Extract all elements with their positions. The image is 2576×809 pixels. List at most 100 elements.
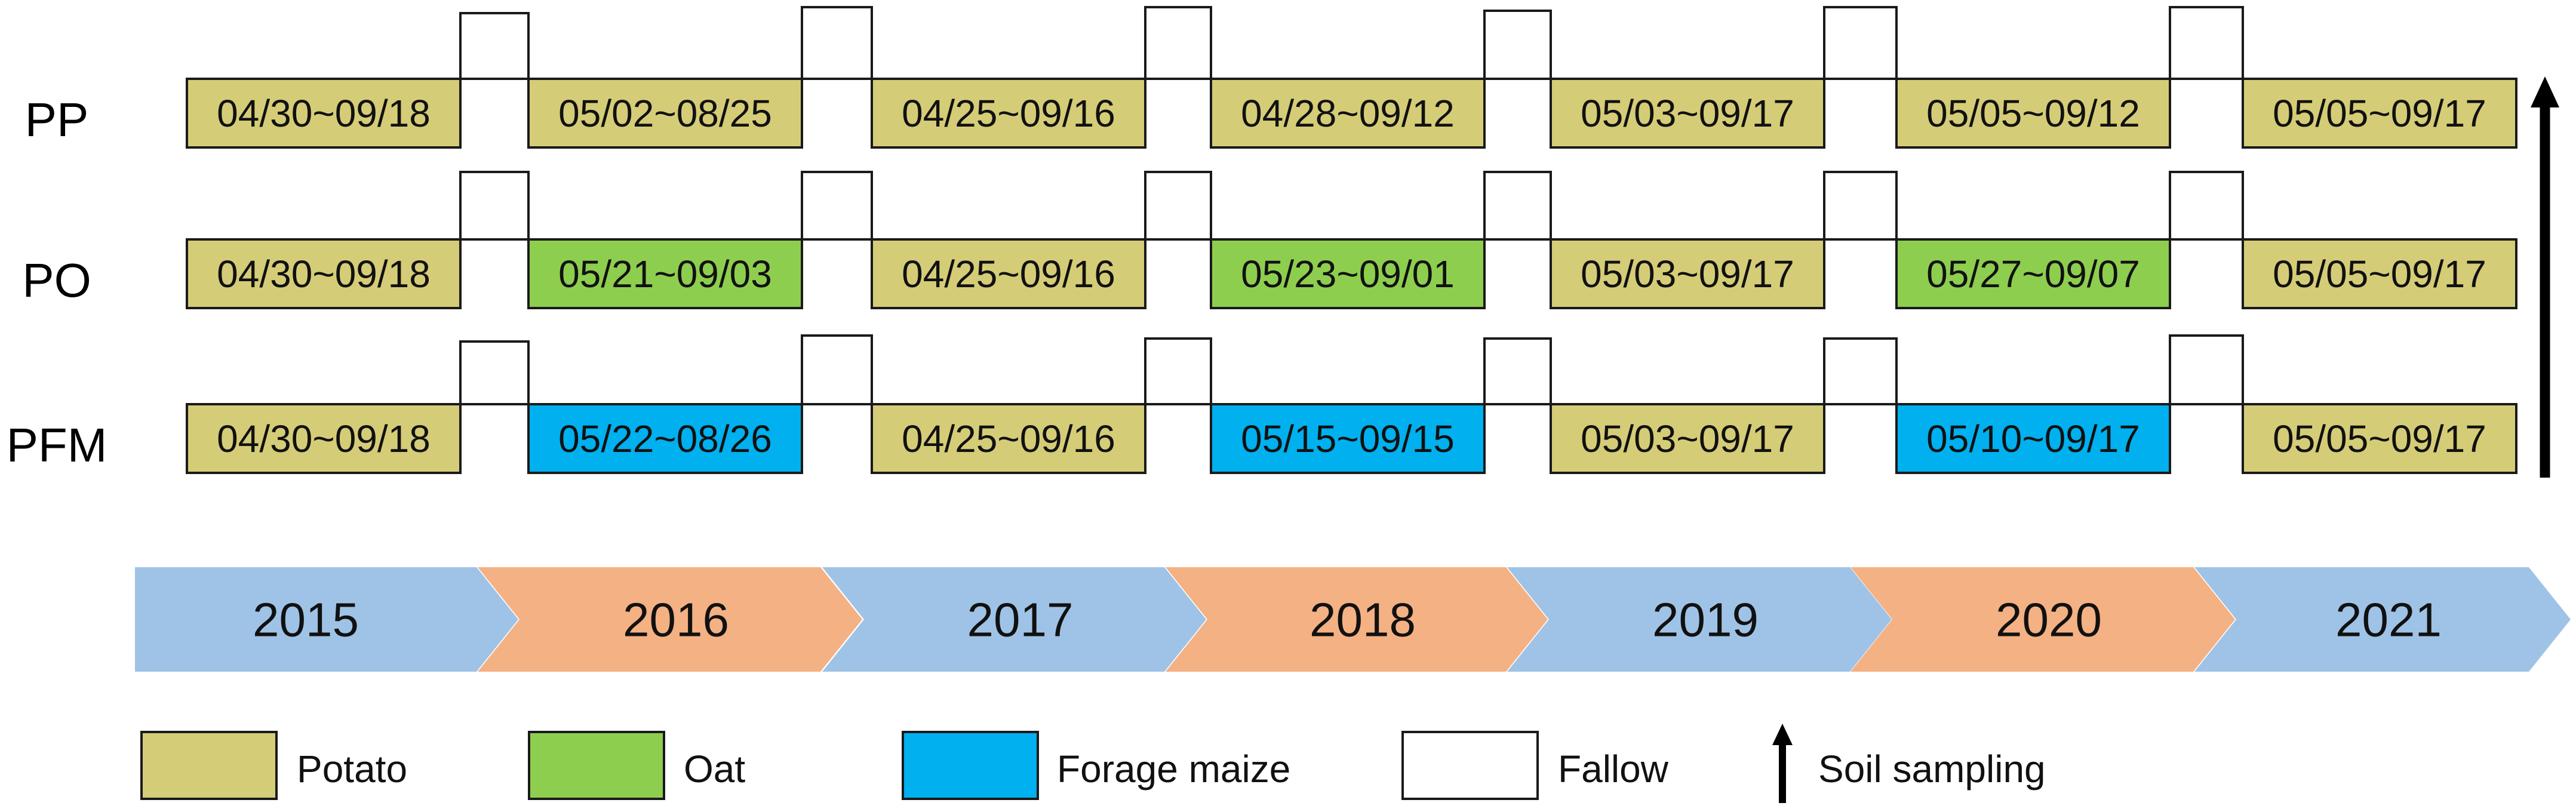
- crop-period-potato: 05/03~09/17: [1550, 238, 1825, 309]
- legend-label: Potato: [297, 748, 407, 790]
- crop-period-potato: 05/02~08/25: [527, 78, 803, 149]
- crop-box: [1550, 78, 1825, 149]
- fallow-period: [459, 12, 530, 80]
- crop-dates: 05/10~09/17: [1926, 417, 2140, 460]
- crop-box: [2242, 403, 2517, 474]
- crop-dates: 04/25~09/16: [902, 417, 1115, 460]
- row-label: PO: [22, 254, 91, 307]
- crop-dates: 05/22~08/26: [558, 417, 772, 460]
- crop-period-oat: 05/27~09/07: [1895, 238, 2171, 309]
- year-label: 2021: [2335, 593, 2442, 647]
- year-chevron-shape: [1166, 567, 1548, 672]
- crop-box: [1895, 403, 2171, 474]
- crop-dates: 04/28~09/12: [1241, 92, 1455, 135]
- crop-dates: 05/05~09/12: [1926, 92, 2140, 135]
- year-chevron-shape: [135, 567, 518, 672]
- crop-dates: 05/21~09/03: [558, 253, 772, 296]
- year-chevron-2020: 2020: [1850, 567, 2235, 672]
- crop-dates: 05/02~08/25: [558, 92, 772, 135]
- crop-period-oat: 05/23~09/01: [1210, 238, 1486, 309]
- legend-item-fallow: Fallow: [1401, 731, 1669, 800]
- legend-swatch: [902, 731, 1039, 800]
- year-chevron-2015: 2015: [135, 567, 518, 672]
- crop-dates: 05/05~09/17: [2273, 253, 2486, 296]
- crop-dates: 05/27~09/07: [1926, 253, 2140, 296]
- crop-period-potato: 05/03~09/17: [1550, 403, 1825, 474]
- year-chevron-2017: 2017: [822, 567, 1206, 672]
- crop-box: [1550, 403, 1825, 474]
- year-chevron-shape: [478, 567, 862, 672]
- crop-box: [871, 238, 1146, 309]
- crop-dates: 05/23~09/01: [1241, 253, 1455, 296]
- crop-box: [1210, 238, 1486, 309]
- fallow-period: [801, 6, 873, 80]
- year-chevron-shape: [2194, 567, 2571, 672]
- fallow-period: [801, 334, 873, 405]
- crop-box: [2242, 78, 2517, 149]
- crop-period-potato: 04/28~09/12: [1210, 78, 1486, 149]
- crop-box: [871, 403, 1146, 474]
- legend-label: Oat: [684, 748, 745, 790]
- crop-period-potato: 04/30~09/18: [186, 78, 462, 149]
- crop-box: [1210, 78, 1486, 149]
- fallow-period: [1144, 6, 1212, 80]
- year-chevron-shape: [1850, 567, 2235, 672]
- year-chevron-2016: 2016: [478, 567, 862, 672]
- crop-dates: 05/15~09/15: [1241, 417, 1455, 460]
- crop-period-potato: 05/03~09/17: [1550, 78, 1825, 149]
- crop-box: [186, 403, 462, 474]
- crop-period-potato: 04/30~09/18: [186, 238, 462, 309]
- fallow-period: [1483, 10, 1552, 80]
- crop-period-maize: 05/15~09/15: [1210, 403, 1486, 474]
- fallow-period: [1483, 337, 1552, 405]
- fallow-period: [801, 171, 873, 241]
- crop-dates: 05/05~09/17: [2273, 92, 2486, 135]
- crop-dates: 05/03~09/17: [1581, 417, 1794, 460]
- crop-period-potato: 04/30~09/18: [186, 403, 462, 474]
- crop-box: [1210, 403, 1486, 474]
- rotation-rows: PP 04/30~09/18 05/02~08/25 04/25~09/16 04/28…: [7, 6, 2517, 474]
- legend-swatch: [528, 731, 665, 800]
- year-label: 2020: [1996, 593, 2102, 647]
- crop-box: [527, 78, 803, 149]
- legend-label: Forage maize: [1057, 748, 1290, 790]
- crop-period-potato: 05/05~09/17: [2242, 78, 2517, 149]
- fallow-period: [1823, 171, 1898, 241]
- crop-period-potato: 04/25~09/16: [871, 238, 1146, 309]
- crop-dates: 05/03~09/17: [1581, 92, 1794, 135]
- legend-item-sampling: Soil sampling: [1772, 724, 2046, 803]
- crop-period-potato: 05/05~09/12: [1895, 78, 2171, 149]
- crop-box: [871, 78, 1146, 149]
- row-label: PP: [25, 93, 89, 146]
- fallow-period: [459, 171, 530, 241]
- legend: Potato Oat Forage maize Fallow Soil sampling: [140, 724, 2046, 803]
- fallow-period: [1823, 6, 1898, 80]
- crop-dates: 04/25~09/16: [902, 253, 1115, 296]
- crop-box: [1550, 238, 1825, 309]
- crop-box: [1895, 238, 2171, 309]
- crop-dates: 05/05~09/17: [2273, 417, 2486, 460]
- row-label: PFM: [7, 419, 107, 472]
- year-chevron-2018: 2018: [1166, 567, 1548, 672]
- year-label: 2017: [967, 593, 1074, 647]
- soil-sampling-arrow: [2531, 76, 2559, 478]
- crop-dates: 04/30~09/18: [217, 417, 431, 460]
- crop-dates: 04/30~09/18: [217, 92, 431, 135]
- fallow-period: [2169, 6, 2244, 80]
- crop-box: [1895, 78, 2171, 149]
- crop-box: [527, 403, 803, 474]
- legend-label: Fallow: [1558, 748, 1669, 790]
- row-pp: PP 04/30~09/18 05/02~08/25 04/25~09/16 04/28…: [25, 6, 2517, 149]
- year-chevron-shape: [1507, 567, 1892, 672]
- fallow-period: [1144, 337, 1212, 405]
- crop-period-potato: 04/25~09/16: [871, 78, 1146, 149]
- crop-dates: 05/03~09/17: [1581, 253, 1794, 296]
- crop-box: [527, 238, 803, 309]
- row-po: PO 04/30~09/18 05/21~09/03 04/25~09/16 05/23…: [22, 171, 2517, 309]
- crop-period-potato: 05/05~09/17: [2242, 238, 2517, 309]
- year-label: 2019: [1652, 593, 1759, 647]
- year-chevron-shape: [822, 567, 1206, 672]
- fallow-period: [1144, 171, 1212, 241]
